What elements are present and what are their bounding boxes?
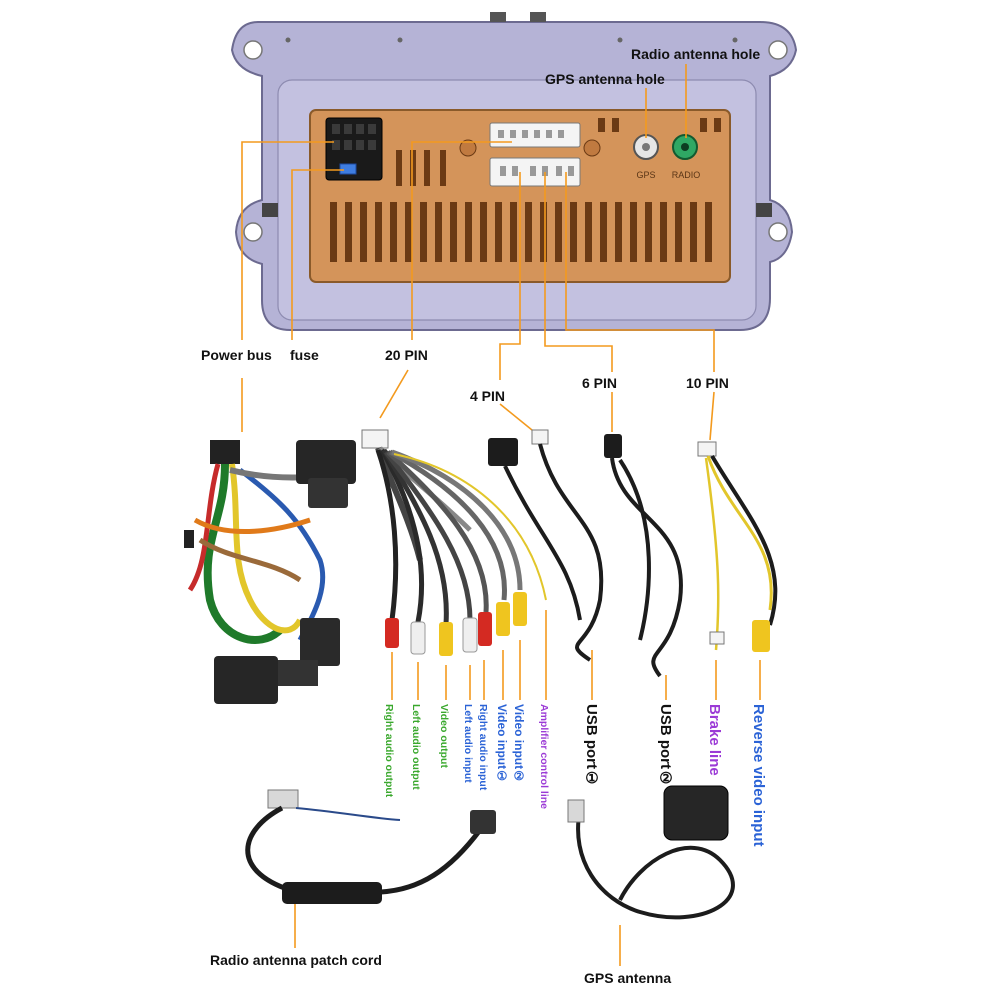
gps-antenna-device	[567, 785, 735, 920]
label-usb-port-1: USB port①	[583, 704, 600, 787]
mount-hole-icon	[768, 40, 788, 60]
mount-hole-icon	[243, 222, 263, 242]
label-brake-line: Brake line	[706, 704, 723, 776]
label-video-output: Video output	[438, 704, 450, 768]
label-right-audio-input: Right audio input	[477, 704, 489, 791]
usb-cable-2	[604, 434, 683, 678]
head-unit-rear-panel: GPS RADIO	[230, 12, 798, 331]
usb-cable-1	[488, 429, 604, 662]
label-right-audio-output: Right audio output	[383, 704, 395, 798]
label-power-bus: Power bus	[201, 347, 272, 363]
label-usb-port-2: USB port②	[657, 704, 674, 787]
rca-plug-icon	[462, 617, 478, 653]
label-radio-antenna-patch-cord: Radio antenna patch cord	[210, 952, 382, 968]
label-left-audio-input: Left audio input	[462, 704, 474, 783]
gps-antenna-icon	[663, 785, 729, 841]
rca-harness	[361, 429, 547, 656]
rca-plug-icon	[513, 592, 527, 626]
power-harness	[184, 440, 356, 704]
label-6-pin: 6 PIN	[582, 375, 618, 391]
leader-lines	[241, 64, 761, 966]
rca-plug-icon	[496, 602, 510, 636]
mount-hole-icon	[243, 40, 263, 60]
label-left-audio-output: Left audio output	[410, 704, 422, 790]
label-gps-antenna-hole: GPS antenna hole	[545, 71, 665, 87]
label-4-pin: 4 PIN	[470, 388, 506, 404]
label-video-input-2: Video input②	[512, 704, 526, 784]
rca-plug-icon	[478, 612, 492, 646]
radio-patch-cord	[245, 789, 496, 904]
fuse-icon	[339, 163, 357, 175]
label-video-input-1: Video input①	[495, 704, 509, 784]
reverse-cable	[697, 441, 778, 652]
label-fuse: fuse	[290, 347, 319, 363]
label-gps-antenna: GPS antenna	[584, 970, 672, 986]
radio-marking: RADIO	[672, 170, 701, 180]
label-10-pin: 10 PIN	[686, 375, 729, 391]
rca-plug-icon	[439, 622, 453, 656]
rca-plug-icon	[410, 621, 426, 655]
gps-marking: GPS	[636, 170, 655, 180]
label-20-pin: 20 PIN	[385, 347, 428, 363]
mount-hole-icon	[768, 222, 788, 242]
label-reverse-video-input: Reverse video input	[750, 704, 767, 847]
label-radio-antenna-hole: Radio antenna hole	[631, 46, 761, 62]
rca-plug-icon	[385, 618, 399, 648]
label-amplifier-control-line: Amplifier control line	[538, 704, 550, 810]
